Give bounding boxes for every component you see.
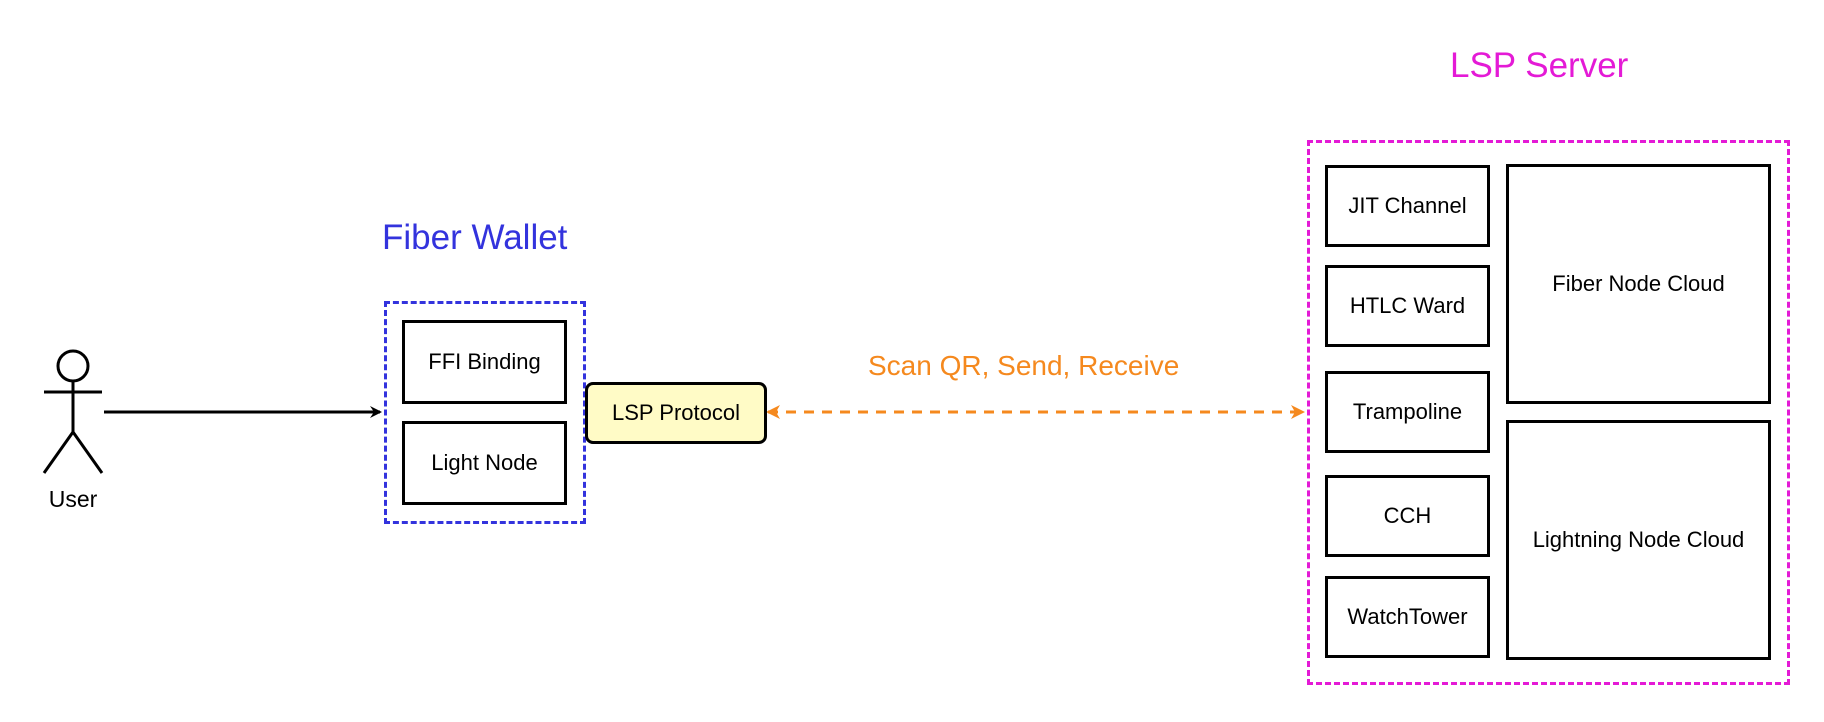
user-label: User: [48, 486, 98, 512]
lightning-node-cloud-box: Lightning Node Cloud: [1506, 420, 1771, 660]
lsp-protocol-box: LSP Protocol: [585, 382, 767, 444]
ffi-binding-box: FFI Binding: [402, 320, 567, 404]
jit-channel-box: JIT Channel: [1325, 165, 1490, 247]
lsp-server-group: [1307, 140, 1790, 685]
trampoline-box: Trampoline: [1325, 371, 1490, 453]
fiber-wallet-group: [384, 301, 586, 524]
lsp-server-title: LSP Server: [1450, 46, 1629, 85]
htlc-ward-box: HTLC Ward: [1325, 265, 1490, 347]
watchtower-box: WatchTower: [1325, 576, 1490, 658]
fiber-wallet-title: Fiber Wallet: [382, 218, 568, 257]
user-actor-icon: [42, 349, 104, 474]
light-node-box: Light Node: [402, 421, 567, 505]
cch-box: CCH: [1325, 475, 1490, 557]
fiber-node-cloud-box: Fiber Node Cloud: [1506, 164, 1771, 404]
protocol-edge-label: Scan QR, Send, Receive: [868, 350, 1180, 381]
